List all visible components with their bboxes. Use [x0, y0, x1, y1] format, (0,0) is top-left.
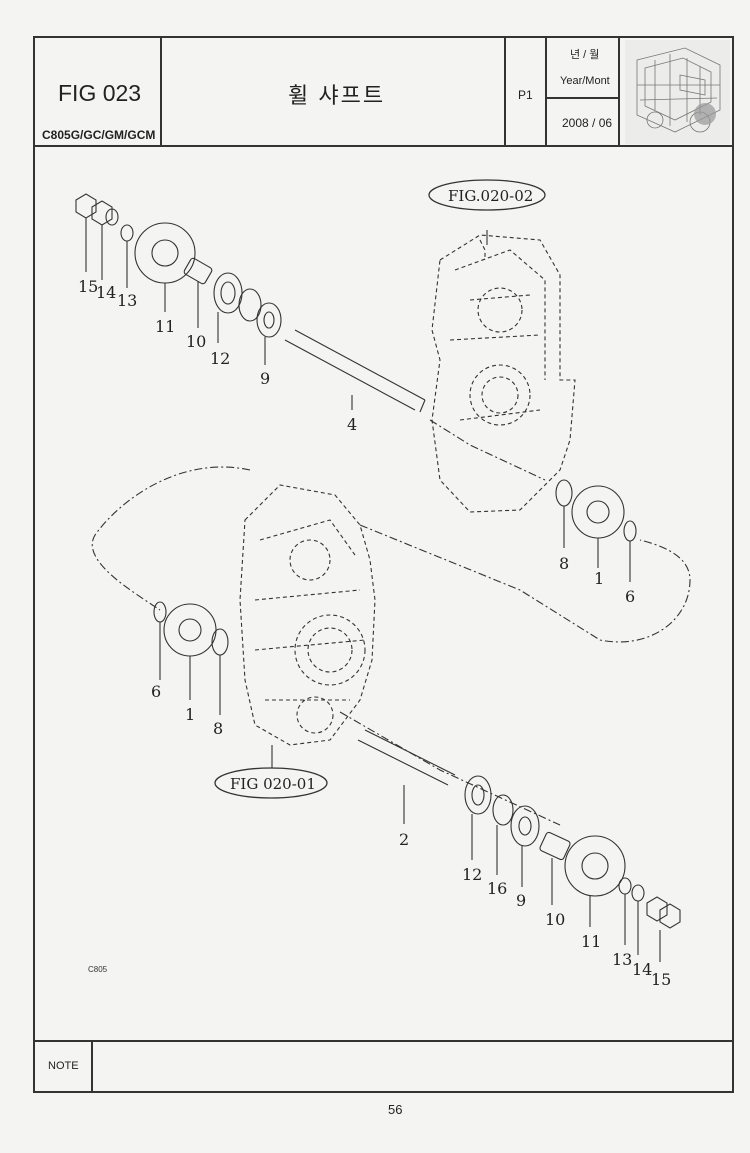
- callout-13-upper: 13: [117, 291, 137, 310]
- callout-16-lower: 16: [487, 879, 507, 898]
- machine-thumbnail: [625, 40, 730, 144]
- header-col-3: [545, 36, 547, 146]
- fig-label: FIG 023: [58, 80, 142, 106]
- callout-1-lower: 1: [185, 705, 195, 724]
- model-label: C805G/GC/GM/GCM: [42, 128, 156, 142]
- callout-8-lower: 8: [213, 719, 223, 738]
- callout-10-lower: 10: [545, 910, 565, 929]
- callout-9-upper: 9: [260, 369, 270, 388]
- callout-15-lower: 15: [651, 970, 671, 989]
- callout-11-upper: 11: [155, 317, 175, 336]
- page-frame: [33, 36, 734, 1093]
- callout-11-lower: 11: [581, 932, 601, 951]
- page-title: 휠 샤프트: [288, 83, 386, 108]
- callout-2-lower: 2: [399, 830, 409, 849]
- callout-10-upper: 10: [186, 332, 206, 351]
- ref-upper: FIG.020-02: [448, 187, 533, 205]
- callout-14-upper: 14: [96, 283, 116, 302]
- year-label-kr: 년 / 월: [570, 49, 600, 61]
- year-label-en: Year/Mont: [560, 75, 610, 87]
- header-col-4: [618, 36, 620, 146]
- callout-1-upper: 1: [594, 569, 604, 588]
- callout-12-lower: 12: [462, 865, 482, 884]
- page-number: 56: [388, 1102, 403, 1117]
- date-value: 2008 / 06: [562, 116, 613, 130]
- callout-9-lower: 9: [516, 891, 526, 910]
- callout-8-upper: 8: [559, 554, 569, 573]
- page-ref: P1: [518, 88, 533, 102]
- header-divider: [33, 145, 734, 147]
- callout-12-upper: 12: [210, 349, 230, 368]
- callout-4-upper: 4: [347, 415, 357, 434]
- ref-lower: FIG 020-01: [230, 775, 316, 793]
- note-col: [91, 1040, 93, 1093]
- diagram-code: C805: [88, 965, 108, 974]
- note-divider: [33, 1040, 734, 1042]
- note-label: NOTE: [48, 1060, 79, 1072]
- callout-13-lower: 13: [612, 950, 632, 969]
- header-col-2: [504, 36, 506, 146]
- callout-6-lower: 6: [151, 682, 161, 701]
- header-col-1: [160, 36, 162, 146]
- callout-14-lower: 14: [632, 960, 652, 979]
- parts-diagram: FIG.020-02 FIG 020-01 15 14 13 11 10 12 …: [35, 150, 732, 1038]
- callout-6-upper: 6: [625, 587, 635, 606]
- date-divider: [545, 97, 619, 99]
- callout-15-upper: 15: [78, 277, 98, 296]
